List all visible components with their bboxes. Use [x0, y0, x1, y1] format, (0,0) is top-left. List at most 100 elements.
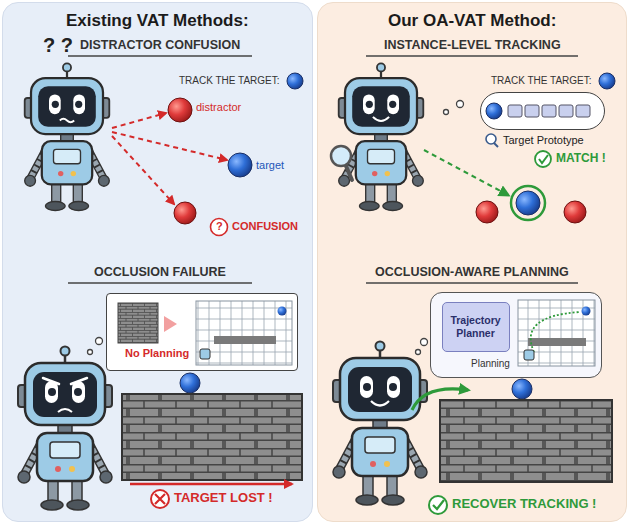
label-text-slot: CONFUSION: [232, 220, 298, 233]
brick-wall: [122, 394, 302, 480]
bubble-scene-part: [582, 307, 591, 316]
happy-robot-part: [371, 401, 389, 406]
prototype-feature-part: [486, 103, 502, 119]
bubble-scene-part: [214, 336, 276, 344]
confused-robot: [25, 63, 110, 210]
fail-icon-part: [151, 490, 169, 508]
planner-box-text: Trajectory Planner: [443, 314, 509, 338]
angry-robot-part: [58, 409, 72, 412]
dashed-arrow-part: [112, 132, 227, 160]
label-text: ? ?: [43, 34, 73, 57]
bubble-scene: [518, 300, 595, 366]
method-panel-text-slot: Existing VAT Methods:: [66, 11, 249, 31]
happy-robot-part: [339, 63, 424, 210]
label-text: OCCLUSION-AWARE PLANNING: [375, 265, 569, 279]
label-text-slot: MATCH !: [556, 152, 606, 166]
label-text-slot: ? ?: [43, 34, 73, 57]
planning-bubble-text: Planning: [471, 358, 510, 370]
bubble-scene-part: [118, 303, 158, 343]
prototype-feature-part: [508, 105, 522, 117]
fail-icon-part: [155, 494, 165, 504]
target-ball: [228, 153, 252, 177]
thought-bubble-text-slot: No Planning: [125, 347, 189, 360]
method-panel-text: Existing VAT Methods:: [66, 11, 249, 31]
recover-icon-part: [433, 500, 444, 509]
target-ball: [512, 379, 532, 399]
heading-underline: [68, 56, 578, 283]
label-text-slot: DISTRACTOR CONFUSION: [80, 38, 240, 52]
label-text-slot: TRACK THE TARGET:: [491, 75, 592, 87]
happy-robot: [339, 63, 424, 210]
question-circle: [211, 219, 228, 236]
label-text: MATCH !: [556, 152, 606, 166]
bubble-scene: [118, 301, 292, 365]
prototype-feature-part: [576, 105, 590, 117]
label-text: target: [256, 159, 284, 172]
label-text-slot: target: [256, 159, 284, 172]
bubble-scene-part: [278, 307, 287, 316]
thought-dot-part: [444, 110, 449, 115]
happy-robot-part: [373, 117, 389, 121]
magnifier-icon: [486, 134, 498, 147]
prototype-bubble-text: Target Prototype: [503, 134, 584, 147]
label-text-slot: OCCLUSION-AWARE PLANNING: [375, 265, 569, 279]
label-text-slot: OCCLUSION FAILURE: [94, 265, 226, 279]
label-text: OCCLUSION FAILURE: [94, 265, 226, 279]
match-icon-part: [535, 151, 551, 167]
thought-bubble-text: No Planning: [125, 347, 189, 360]
heading-underline-part: [68, 55, 252, 57]
fail-icon: [151, 490, 169, 508]
label-text: RECOVER TRACKING !: [452, 497, 596, 512]
heading-underline-part: [68, 282, 252, 284]
target-ball-icon: [287, 73, 303, 89]
heading-underline-part: [366, 282, 578, 284]
method-panel-text: Our OA-VAT Method:: [388, 11, 556, 31]
recover-arrow: [412, 389, 468, 410]
label-text: TRACK THE TARGET:: [491, 75, 592, 87]
distractor-ball: [168, 98, 192, 122]
planning-bubble-text-slot: Planning: [471, 358, 510, 370]
magnifier-icon-part: [494, 143, 498, 147]
prototype-feature: [486, 103, 590, 119]
dashed-arrow: [112, 113, 227, 204]
bubble-scene-part: [531, 312, 580, 352]
bubble-scene-part: [164, 316, 177, 332]
match-arrow: [424, 150, 508, 195]
label-text: TRACK THE TARGET:: [179, 75, 280, 87]
thought-dot: [444, 101, 464, 115]
heading-underline-part: [366, 55, 578, 57]
angry-robot-part: [43, 378, 87, 384]
recover-icon: [429, 496, 447, 514]
magnifier-part: [331, 146, 351, 166]
label-text-slot: TRACK THE TARGET:: [179, 75, 280, 87]
thought-dot-part: [421, 339, 428, 346]
label-text: CONFUSION: [232, 220, 298, 233]
thought-dot-part: [88, 350, 93, 355]
prototype-bubble-text-slot: Target Prototype: [503, 134, 584, 147]
thought-dot: [88, 338, 103, 355]
recover-icon-part: [429, 496, 447, 514]
planner-box: Trajectory Planner: [442, 302, 510, 352]
thought-dot-part: [457, 101, 464, 108]
label-text: DISTRACTOR CONFUSION: [80, 38, 240, 52]
label-text-slot: TARGET LOST !: [174, 491, 273, 506]
target-ball-icon: [599, 73, 615, 89]
prototype-feature-part: [559, 105, 573, 117]
dashed-arrow-part: [112, 113, 166, 128]
prototype-feature-part: [542, 105, 556, 117]
distractor-ball: [476, 201, 498, 223]
label-text: TARGET LOST !: [174, 491, 273, 506]
match-icon-part: [539, 155, 548, 163]
dashed-arrow-part: [112, 136, 174, 204]
bubble-scene-part: [528, 338, 586, 346]
planner-box-text-slot: Trajectory Planner: [443, 303, 509, 351]
bubble-scene-part: [524, 350, 534, 360]
thought-dot: [416, 339, 428, 355]
brick-wall: [440, 400, 612, 482]
bubble-scene-part: [518, 300, 595, 366]
lost-arrow: [130, 483, 292, 486]
target-ball: [180, 373, 200, 393]
magnifier-part: [346, 166, 352, 180]
confused-robot-part: [60, 119, 74, 123]
label-text: ?: [216, 220, 223, 233]
